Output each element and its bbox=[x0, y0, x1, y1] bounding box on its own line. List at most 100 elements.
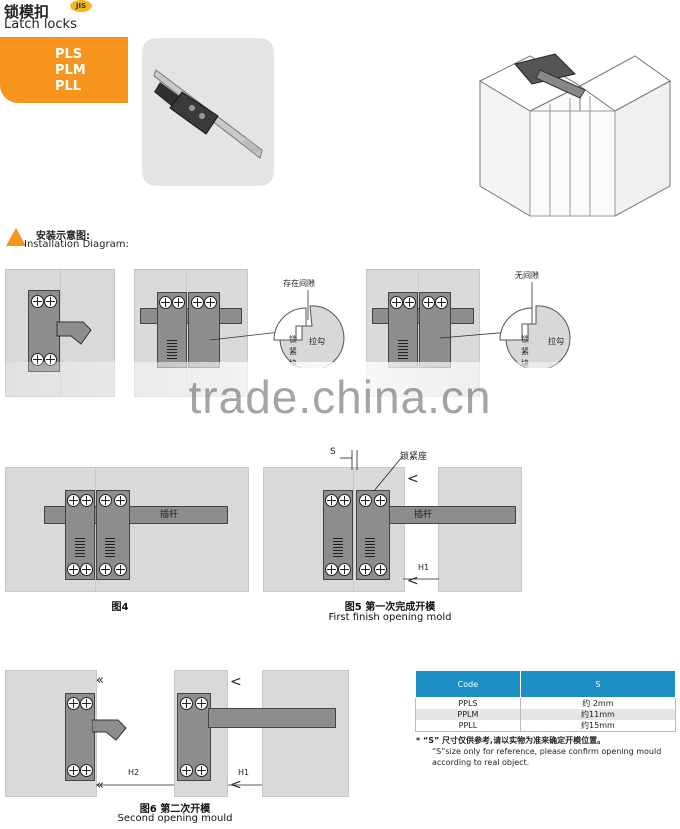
cell-s: 约15mm bbox=[519, 720, 677, 732]
spec-table-header: Code S bbox=[415, 670, 677, 698]
screw-icon bbox=[374, 563, 387, 576]
model-pls: PLS bbox=[55, 47, 83, 62]
fig5-chevron-bottom: < bbox=[407, 573, 419, 589]
screw-icon bbox=[191, 296, 204, 309]
lock-seat-leader bbox=[373, 456, 403, 492]
fig6-right-plate bbox=[262, 670, 349, 797]
fig4-lock-right bbox=[96, 490, 130, 580]
install-icon bbox=[6, 228, 26, 246]
no-gap-label: 无间隙 bbox=[515, 271, 539, 280]
fig5-caption-en: First finish opening mold bbox=[328, 612, 452, 623]
diagram-3-lock-left bbox=[388, 292, 418, 368]
screw-icon bbox=[180, 764, 193, 777]
spring-icon bbox=[75, 537, 85, 557]
jis-badge: JIS bbox=[70, 0, 92, 12]
cell-code: PPLL bbox=[415, 720, 521, 732]
title-en: Latch locks bbox=[4, 17, 77, 32]
watermark-text: trade.china.cn bbox=[188, 371, 492, 423]
screw-icon bbox=[80, 764, 93, 777]
model-plm: PLM bbox=[55, 63, 86, 78]
watermark-band bbox=[0, 362, 680, 412]
lock-seat-label: 锁紧座 bbox=[400, 452, 428, 462]
screw-icon bbox=[67, 563, 80, 576]
h2-dimension bbox=[96, 784, 174, 786]
cell-s: 约 2mm bbox=[519, 697, 677, 709]
fig6-lock-left bbox=[65, 693, 95, 781]
h1-label-fig6: H1 bbox=[238, 768, 250, 777]
screw-icon bbox=[435, 296, 448, 309]
screw-icon bbox=[67, 697, 80, 710]
hook-label-1: 拉勾 bbox=[309, 337, 325, 346]
fig6-chevron-top: < bbox=[230, 674, 242, 690]
fig4-caption: 图4 bbox=[111, 602, 129, 613]
fig6-double-chevron-top: « bbox=[96, 673, 104, 688]
screw-icon bbox=[67, 494, 80, 507]
screw-icon bbox=[99, 563, 112, 576]
screw-icon bbox=[159, 296, 172, 309]
spring-icon bbox=[105, 537, 115, 557]
screw-icon bbox=[99, 494, 112, 507]
screw-icon bbox=[80, 563, 93, 576]
product-photo bbox=[142, 38, 274, 186]
no-gap-detail-circle bbox=[440, 282, 571, 368]
fig6-rod bbox=[208, 708, 336, 728]
spring-icon bbox=[365, 537, 375, 557]
table-row: PPLL 约15mm bbox=[415, 720, 677, 732]
screw-icon bbox=[80, 697, 93, 710]
fig5-rod-label: 插杆 bbox=[414, 510, 433, 520]
fig5-rod bbox=[386, 506, 516, 524]
fig6-lock-right bbox=[177, 693, 211, 781]
screw-icon bbox=[359, 563, 372, 576]
screw-icon bbox=[359, 494, 372, 507]
screw-icon bbox=[204, 296, 217, 309]
screw-icon bbox=[422, 296, 435, 309]
h2-label: H2 bbox=[128, 768, 140, 777]
fig6-caption-cn: 图6 第二次开模 bbox=[139, 804, 211, 815]
screw-icon bbox=[172, 296, 185, 309]
lock-char: 锁 bbox=[521, 335, 529, 344]
cell-code: PPLS bbox=[415, 697, 521, 709]
model-tab: PLS PLM PLL bbox=[0, 37, 128, 103]
screw-icon bbox=[390, 296, 403, 309]
diagram-3-lock-right bbox=[419, 292, 451, 368]
latch-lock-image bbox=[153, 69, 263, 159]
screw-icon bbox=[114, 494, 127, 507]
h1-dimension-fig6 bbox=[228, 784, 262, 786]
screw-icon bbox=[325, 563, 338, 576]
screw-icon bbox=[338, 494, 351, 507]
fig5-right-plate bbox=[438, 467, 522, 592]
diagram-2-lock-right bbox=[188, 292, 220, 368]
fig5-lock-left bbox=[323, 490, 353, 580]
screw-icon bbox=[80, 494, 93, 507]
screw-icon bbox=[67, 764, 80, 777]
screw-icon bbox=[195, 697, 208, 710]
screw-icon bbox=[325, 494, 338, 507]
h1-dimension-fig5 bbox=[403, 578, 439, 580]
diagram-2-lock-left bbox=[157, 292, 187, 368]
screw-icon bbox=[44, 295, 57, 308]
fig4-rod-label: 插杆 bbox=[160, 510, 179, 520]
install-title-en: Installation Diagram: bbox=[24, 239, 129, 250]
diagram-1-hook bbox=[56, 321, 92, 345]
s-dimension-lines bbox=[340, 450, 358, 470]
header-s: S bbox=[519, 670, 677, 698]
h1-label-fig5: H1 bbox=[418, 563, 430, 572]
spring-icon bbox=[398, 339, 408, 359]
cell-code: PPLM bbox=[415, 709, 521, 720]
model-pll: PLL bbox=[55, 79, 82, 94]
screw-icon bbox=[195, 764, 208, 777]
lock-char: 锁 bbox=[289, 335, 297, 344]
screw-icon bbox=[180, 697, 193, 710]
screw-icon bbox=[374, 494, 387, 507]
note-cn: * “S” 尺寸仅供参考,请以实物为准来确定开模位置。 bbox=[416, 736, 606, 745]
hook-label-2: 拉勾 bbox=[548, 337, 564, 346]
fig5-caption-cn: 图5 第一次完成开模 bbox=[344, 602, 436, 613]
title-cn: 锁模扣 bbox=[4, 3, 50, 21]
fig5-chevron-top: < bbox=[407, 471, 419, 487]
screw-icon bbox=[403, 296, 416, 309]
table-row: PPLM 约11mm bbox=[415, 709, 677, 720]
spring-icon bbox=[167, 339, 177, 359]
install-title-cn: 安装示意图: bbox=[36, 231, 90, 242]
gap-detail-circle bbox=[210, 290, 345, 368]
lock-char: 紧 bbox=[289, 347, 297, 356]
